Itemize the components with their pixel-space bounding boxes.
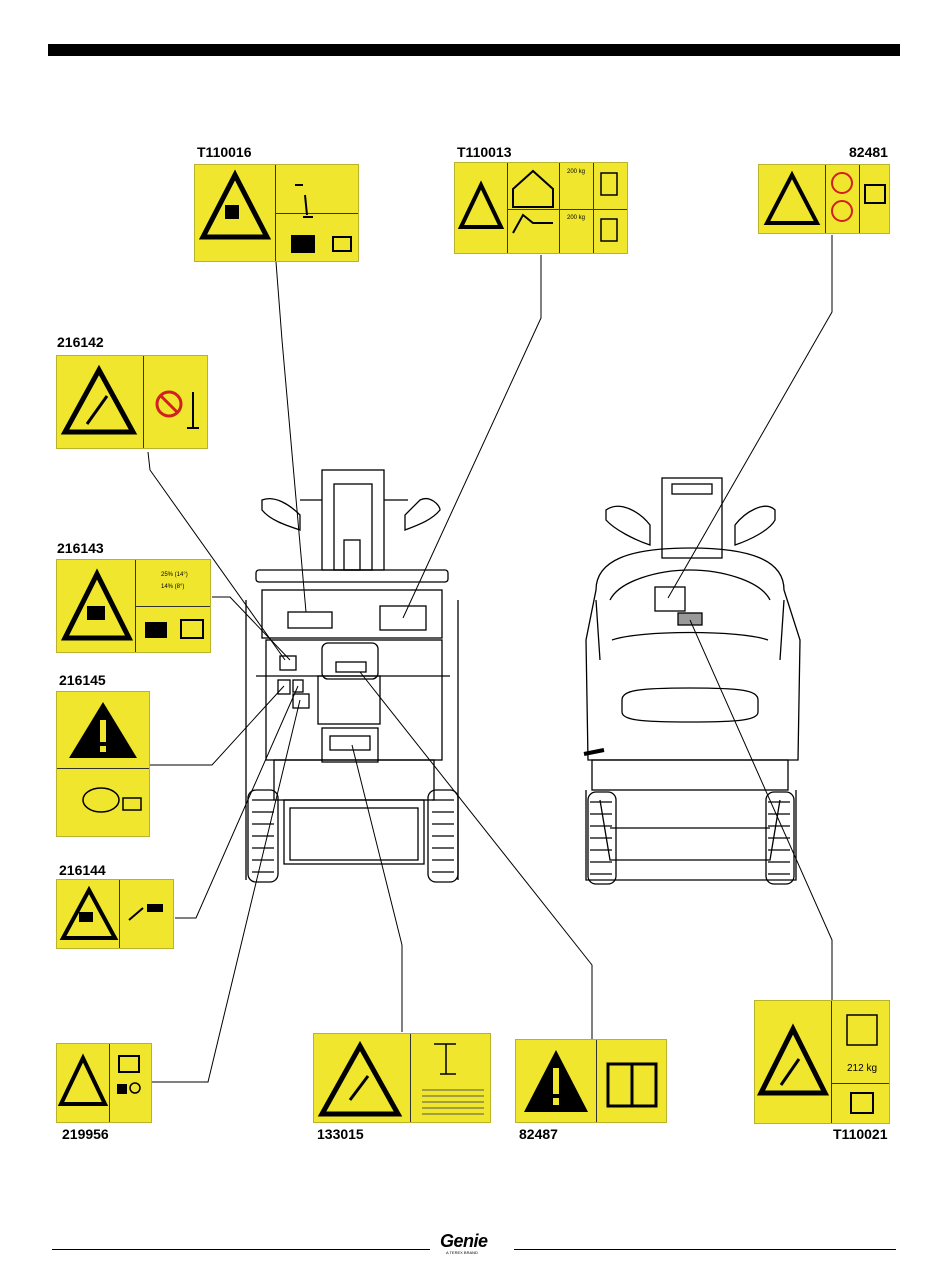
weight-label-top: 200 kg bbox=[567, 169, 585, 175]
caution-exclamation-icon bbox=[57, 692, 150, 837]
no-smoking-icon bbox=[759, 165, 890, 234]
decal-code-82481: 82481 bbox=[849, 144, 888, 160]
decal-code-t110021: T110021 bbox=[833, 1126, 888, 1142]
decal-t110013: 200 kg 200 kg bbox=[454, 162, 628, 254]
decal-code-216144: 216144 bbox=[59, 862, 106, 878]
weight-label-bottom: 200 kg bbox=[567, 215, 585, 221]
genie-logo-subtitle: A TEREX BRAND bbox=[446, 1250, 478, 1255]
light-warning-icon bbox=[57, 1044, 152, 1123]
decal-216143: 25% (14°) 14% (8°) bbox=[56, 559, 211, 653]
pinch-hazard-icon bbox=[57, 880, 174, 949]
decal-code-82487: 82487 bbox=[519, 1126, 558, 1142]
slope-side-label: 14% (8°) bbox=[161, 584, 184, 590]
decal-219956 bbox=[56, 1043, 152, 1123]
leader-lines bbox=[148, 235, 832, 1082]
genie-logo: Genie bbox=[440, 1231, 488, 1252]
tip-over-hazard-icon bbox=[57, 356, 208, 449]
footer-rule-right bbox=[514, 1249, 896, 1250]
decal-216145 bbox=[56, 691, 150, 837]
decal-code-t110013: T110013 bbox=[457, 144, 512, 160]
indoor-outdoor-icon bbox=[455, 163, 628, 254]
decal-code-216143: 216143 bbox=[57, 540, 104, 556]
slope-hazard-icon bbox=[57, 560, 211, 653]
battery-weight-label: 212 kg bbox=[847, 1063, 877, 1074]
footer-rule-left bbox=[52, 1249, 430, 1250]
decal-code-216142: 216142 bbox=[57, 334, 104, 350]
decal-t110021: 212 kg bbox=[754, 1000, 890, 1124]
rear-view-machine bbox=[584, 478, 800, 884]
warning-triangle-icon bbox=[195, 165, 359, 262]
front-view-machine bbox=[246, 470, 458, 882]
slope-front-label: 25% (14°) bbox=[161, 572, 188, 578]
decal-code-219956: 219956 bbox=[62, 1126, 109, 1142]
decal-82481 bbox=[758, 164, 890, 234]
decal-216142 bbox=[56, 355, 208, 449]
decal-code-t110016: T110016 bbox=[197, 144, 252, 160]
decal-82487 bbox=[515, 1039, 667, 1123]
decal-code-216145: 216145 bbox=[59, 672, 106, 688]
decal-t110016 bbox=[194, 164, 359, 262]
load-capacity-icon bbox=[314, 1034, 491, 1123]
read-manual-icon bbox=[516, 1040, 667, 1123]
decal-code-133015: 133015 bbox=[317, 1126, 364, 1142]
decal-133015 bbox=[313, 1033, 491, 1123]
decal-216144 bbox=[56, 879, 174, 949]
